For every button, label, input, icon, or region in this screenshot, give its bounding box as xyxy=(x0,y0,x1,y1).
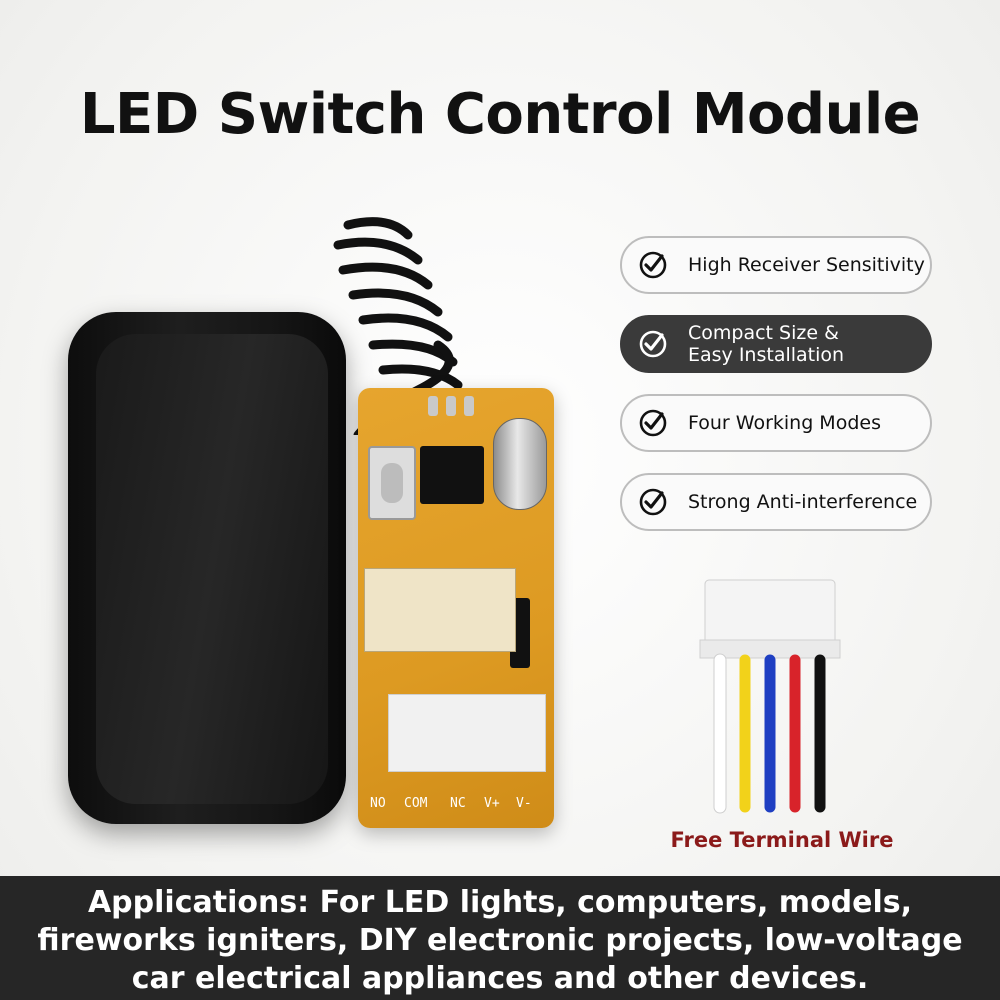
pin-label: V+ xyxy=(484,796,500,811)
feature-label: Four Working Modes xyxy=(688,412,881,434)
enclosure-case xyxy=(68,312,346,824)
pin-label: NC xyxy=(450,796,466,811)
feature-item: Four Working Modes xyxy=(620,394,932,452)
enclosure-face xyxy=(96,334,328,804)
smd-component xyxy=(428,396,438,416)
check-circle-icon xyxy=(639,251,667,279)
feature-item: Compact Size & Easy Installation xyxy=(620,315,932,373)
ic-chip xyxy=(420,446,484,504)
smd-component xyxy=(464,396,474,416)
feature-label: High Receiver Sensitivity xyxy=(688,254,925,276)
feature-label: Compact Size & Easy Installation xyxy=(688,322,845,366)
feature-item: High Receiver Sensitivity xyxy=(620,236,932,294)
pin-label: V- xyxy=(516,796,532,811)
smd-component xyxy=(446,396,456,416)
relay xyxy=(364,568,516,652)
terminal-connector xyxy=(388,694,546,772)
antenna-coil-icon xyxy=(333,217,463,435)
feature-list: High Receiver Sensitivity Compact Size &… xyxy=(620,236,932,552)
check-circle-icon xyxy=(639,330,667,358)
feature-label: Strong Anti-interference xyxy=(688,491,918,513)
crystal-oscillator xyxy=(493,418,547,510)
check-circle-icon xyxy=(639,409,667,437)
terminal-wire-icon xyxy=(699,579,841,814)
feature-item: Strong Anti-interference xyxy=(620,473,932,531)
tact-switch xyxy=(368,446,416,520)
pin-labels: NO COM NC V+ V- xyxy=(364,796,550,820)
applications-text: Applications: For LED lights, computers,… xyxy=(37,885,963,996)
pin-label: NO xyxy=(370,796,386,811)
check-circle-icon xyxy=(639,488,667,516)
free-terminal-wire-label: Free Terminal Wire xyxy=(670,828,894,852)
page-title: LED Switch Control Module xyxy=(79,82,921,147)
applications-banner: Applications: For LED lights, computers,… xyxy=(0,876,1000,1000)
pin-label: COM xyxy=(404,796,428,811)
pcb-board: NO COM NC V+ V- xyxy=(358,388,554,828)
